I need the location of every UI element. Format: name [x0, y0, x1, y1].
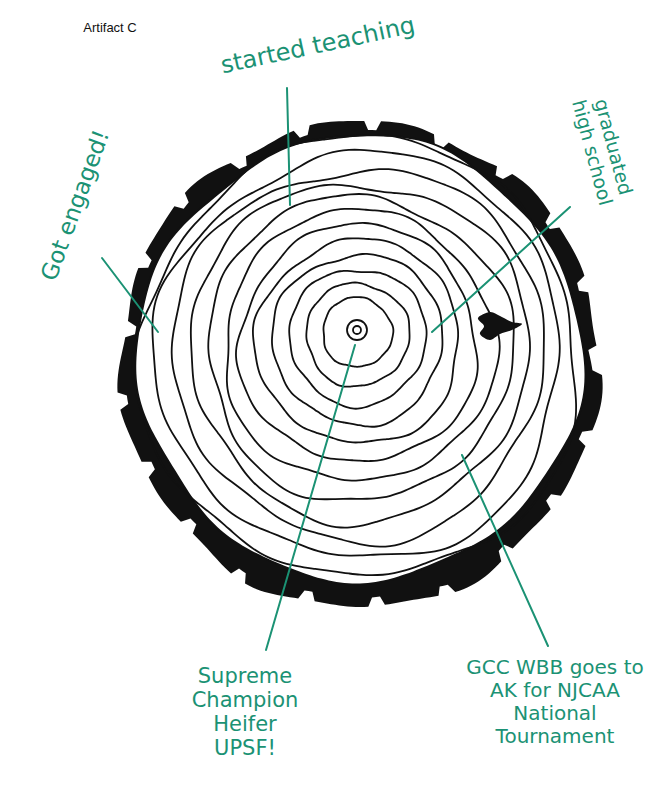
leader-line	[102, 258, 158, 332]
growth-ring	[227, 209, 500, 481]
growth-ring	[306, 283, 409, 387]
growth-ring	[132, 135, 576, 575]
growth-ring	[272, 254, 442, 427]
growth-ring	[253, 238, 458, 442]
leader-line	[432, 207, 570, 332]
annotation-label: Supreme Champion Heifer UPSF!	[180, 664, 310, 761]
growth-ring	[152, 150, 559, 556]
growth-ring	[191, 185, 530, 528]
growth-ring	[289, 271, 426, 409]
growth-ring	[172, 169, 544, 547]
annotation-label: GCC WBB goes to AK for NJCAA National To…	[460, 656, 650, 748]
leader-line	[287, 88, 290, 205]
growth-ring	[208, 194, 513, 499]
annotation-label: graduated high school	[565, 84, 640, 216]
annotation-label: started teaching	[218, 12, 417, 80]
growth-ring	[323, 297, 393, 367]
bark	[117, 121, 602, 607]
leader-line	[462, 455, 548, 646]
wood	[135, 135, 585, 584]
scar	[478, 312, 522, 340]
artifact-label: Artifact C	[83, 20, 136, 35]
growth-ring	[236, 223, 478, 461]
leader-line	[266, 345, 355, 650]
pith	[353, 326, 361, 334]
pith-ring	[347, 320, 367, 340]
